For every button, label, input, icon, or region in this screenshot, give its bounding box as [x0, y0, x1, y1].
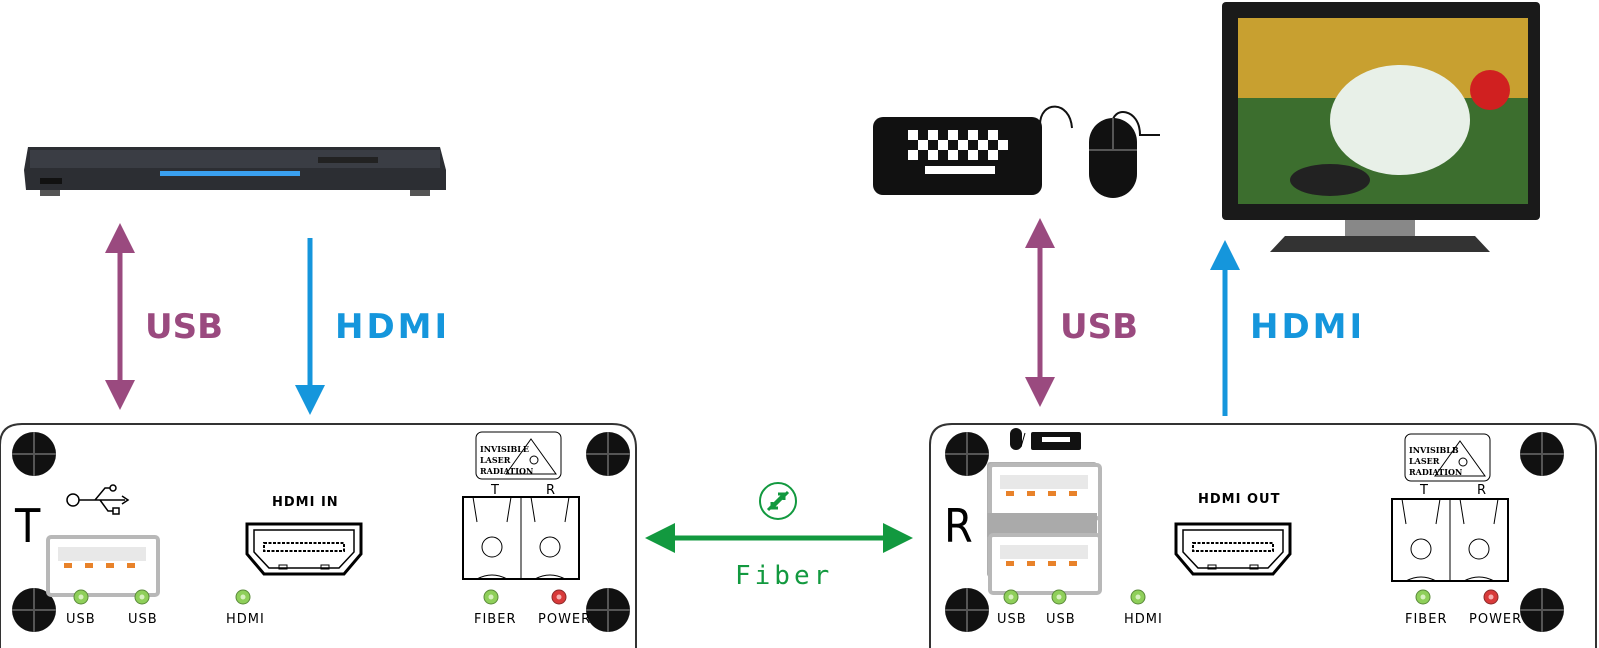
fiber-port[interactable]: [462, 496, 580, 580]
usb-symbol-icon: [66, 484, 130, 515]
led-usb-2: [1051, 589, 1067, 605]
svg-text:HDMI: HDMI: [1124, 612, 1163, 627]
svg-text:RADIATION: RADIATION: [1409, 467, 1462, 477]
mouse-keyboard-icon: [1010, 428, 1081, 450]
led-fiber: [1415, 589, 1431, 605]
svg-text:USB: USB: [997, 612, 1027, 627]
led-hdmi: [235, 589, 251, 605]
hdmi-in-port[interactable]: [245, 522, 363, 576]
receiver-panel: R HDMI OUT INVISIBLB LASER RADIATION T R…: [929, 423, 1597, 648]
hdmi-in-label: HDMI IN: [272, 495, 339, 510]
fiber-port-r-label: R: [546, 483, 556, 498]
svg-text:USB: USB: [1046, 612, 1076, 627]
svg-text:USB: USB: [66, 612, 96, 627]
led-hdmi: [1130, 589, 1146, 605]
led-power: [1483, 589, 1499, 605]
led-usb-2: [134, 589, 150, 605]
left-usb-label: USB: [145, 307, 223, 347]
svg-text:INVISIBLB: INVISIBLB: [1409, 445, 1459, 455]
laser-warning: INVISIBLB LASER RADIATION: [1404, 433, 1491, 482]
svg-text:RADIATION: RADIATION: [480, 466, 533, 476]
led-usb-1: [73, 589, 89, 605]
svg-text:POWER: POWER: [538, 612, 591, 627]
fiber-port-t-label: T: [490, 483, 500, 498]
laser-warning: INVISIBLE LASER RADIATION: [475, 431, 562, 480]
svg-text:LASER: LASER: [480, 455, 511, 465]
fiber-icon: [759, 482, 797, 520]
svg-text:LASER: LASER: [1409, 456, 1440, 466]
hdmi-out-port[interactable]: [1174, 522, 1292, 576]
svg-text:HDMI: HDMI: [226, 612, 265, 627]
hdmi-out-label: HDMI OUT: [1198, 492, 1280, 507]
svg-text:POWER: POWER: [1469, 612, 1522, 627]
svg-text:USB: USB: [128, 612, 158, 627]
right-usb-label: USB: [1060, 307, 1138, 347]
monitor-icon: [1222, 2, 1540, 252]
led-fiber: [483, 589, 499, 605]
led-power: [551, 589, 567, 605]
svg-text:FIBER: FIBER: [474, 612, 516, 627]
dvd-player-icon: [24, 147, 446, 196]
fiber-port[interactable]: [1391, 498, 1509, 582]
keyboard-icon: [873, 105, 1073, 195]
svg-text:INVISIBLE: INVISIBLE: [480, 444, 529, 454]
led-usb-1: [1003, 589, 1019, 605]
svg-text:R: R: [1477, 483, 1487, 498]
right-hdmi-label: HDMI: [1250, 307, 1365, 347]
usb-port[interactable]: [46, 535, 160, 597]
svg-text:FIBER: FIBER: [1405, 612, 1447, 627]
transmitter-panel: T HDMI IN INVISIBLE LASER RADIATION T R …: [0, 423, 637, 648]
mouse-icon: [1089, 111, 1160, 198]
transmitter-letter: T: [14, 499, 41, 553]
fiber-label: Fiber: [735, 561, 833, 591]
receiver-letter: R: [944, 499, 973, 553]
svg-text:T: T: [1419, 483, 1429, 498]
left-hdmi-label: HDMI: [335, 307, 450, 347]
